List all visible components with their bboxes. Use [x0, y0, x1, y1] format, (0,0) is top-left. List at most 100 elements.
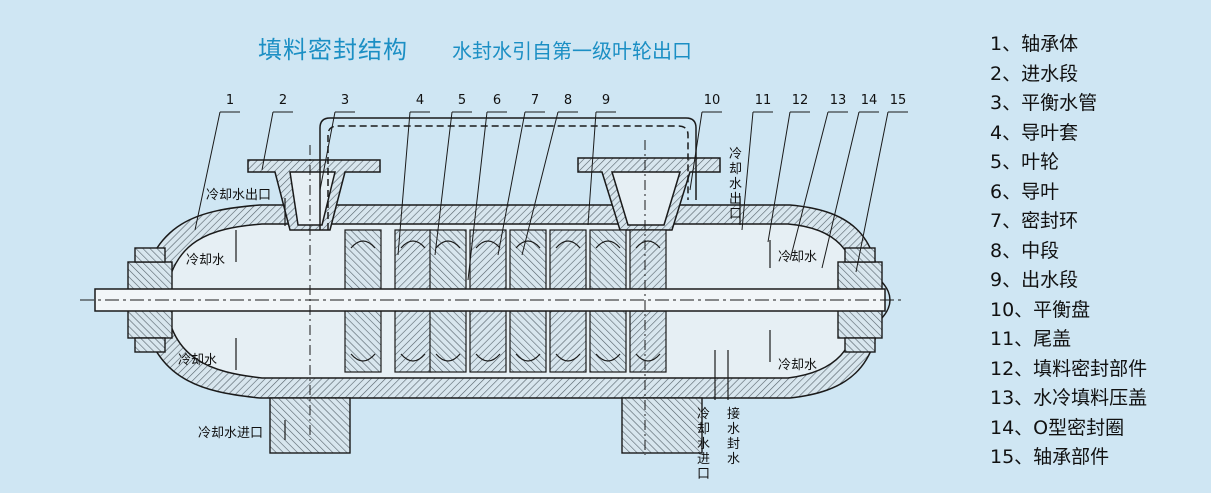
legend-item: 4、导叶套 — [990, 121, 1079, 144]
impeller-vane — [400, 240, 426, 249]
leader-line-5 — [434, 111, 472, 256]
stage-section — [509, 229, 547, 290]
leader-line-1 — [194, 111, 240, 231]
annotation-cooling-water-outlet: 冷却水出口 — [206, 188, 271, 203]
legend-item: 11、尾盖 — [990, 328, 1072, 350]
part-number-7: 7 — [531, 93, 539, 108]
stage-section — [429, 310, 467, 373]
impeller-vane — [595, 353, 621, 362]
balance-pipe — [319, 117, 697, 230]
stage-section — [469, 310, 507, 373]
part-number-4: 4 — [416, 93, 424, 108]
part-number-6: 6 — [493, 93, 501, 108]
leader-line-10 — [689, 111, 722, 191]
leader-line-4 — [397, 111, 430, 256]
impeller-vane — [555, 353, 581, 362]
stage-section — [589, 229, 627, 290]
leader-line-3 — [319, 111, 355, 191]
stage-section — [429, 229, 467, 290]
leader-lines — [194, 111, 908, 281]
part-number-10: 10 — [704, 93, 721, 108]
legend-item: 6、导叶 — [990, 180, 1060, 203]
legend-item: 3、平衡水管 — [990, 92, 1098, 114]
leader-line-15 — [855, 111, 908, 273]
centerlines — [309, 140, 646, 455]
inlet-nozzle — [247, 159, 381, 231]
impeller-vane — [555, 240, 581, 249]
stage-section — [549, 310, 587, 373]
part-number-1: 1 — [226, 93, 234, 108]
stage-section — [589, 310, 627, 373]
annotation-cooling-water-left-bottom: 冷却水 — [178, 353, 217, 368]
diagram-title: 填料密封结构 — [258, 36, 408, 64]
shaft — [80, 288, 905, 312]
legend-item: 9、出水段 — [990, 269, 1079, 291]
part-number-14: 14 — [861, 93, 878, 108]
annotation-cooling-water-right-bottom: 冷却水 — [778, 358, 817, 373]
parts-legend: 1、轴承体 2、进水段 3、平衡水管 4、导叶套 5、叶轮 6、导叶 7、密封环 8、中段 9、… — [990, 30, 1205, 473]
leader-line-2 — [261, 111, 293, 171]
annotation-cooling-water-right-top: 冷却水 — [778, 250, 817, 265]
legend-item: 1、轴承体 — [990, 33, 1079, 55]
leader-line-8 — [521, 111, 578, 256]
stage-section — [509, 310, 547, 373]
annotation-cooling-water-outlet-vertical: 冷却水出口 — [729, 147, 742, 222]
impeller-vane — [350, 240, 376, 249]
part-number-11: 11 — [755, 93, 772, 108]
impeller-vane — [350, 353, 376, 362]
diagram-subtitle: 水封水引自第一级叶轮出口 — [452, 39, 692, 63]
part-number-13: 13 — [830, 93, 847, 108]
stage-section — [344, 229, 382, 290]
impeller-vane — [515, 240, 541, 249]
stage-section — [549, 229, 587, 290]
part-number-9: 9 — [602, 93, 610, 108]
part-number-3: 3 — [341, 93, 349, 108]
legend-item: 2、进水段 — [990, 62, 1079, 85]
impeller-vane — [635, 240, 661, 249]
impeller-vane — [635, 353, 661, 362]
stage-section — [344, 310, 382, 373]
pump-stages — [344, 229, 667, 373]
impeller-vane — [475, 353, 501, 362]
leader-line-7 — [497, 111, 545, 256]
stage-section — [629, 229, 667, 290]
stage-section — [629, 310, 667, 373]
part-number-15: 15 — [890, 93, 907, 108]
leader-line-14 — [821, 111, 879, 269]
impeller-vane — [595, 240, 621, 249]
outlet-nozzle — [577, 157, 721, 231]
legend-item: 8、中段 — [990, 239, 1060, 262]
impeller-vane — [435, 353, 461, 362]
leader-line-6 — [467, 111, 507, 281]
annotation-cooling-water-inlet: 冷却水进口 — [198, 426, 263, 441]
part-number-5: 5 — [458, 93, 466, 108]
legend-item: 10、平衡盘 — [990, 298, 1091, 321]
stage-section — [394, 310, 432, 373]
legend-item: 14、O型密封圈 — [990, 416, 1125, 439]
leader-line-12 — [767, 111, 810, 243]
part-number-8: 8 — [564, 93, 572, 108]
leader-line-11 — [741, 111, 773, 231]
legend-item: 5、叶轮 — [990, 151, 1060, 173]
impeller-vane — [400, 353, 426, 362]
annotation-seal-water-vertical: 接水封水 — [727, 406, 740, 467]
annotation-cooling-water-left-top: 冷却水 — [186, 253, 225, 268]
legend-item: 12、填料密封部件 — [990, 357, 1148, 380]
leader-line-13 — [789, 111, 848, 261]
support-feet — [269, 397, 703, 454]
impeller-vane — [435, 240, 461, 249]
stage-section — [394, 229, 432, 290]
legend-item: 7、密封环 — [990, 210, 1079, 232]
legend-item: 13、水冷填料压盖 — [990, 387, 1148, 409]
leader-line-9 — [587, 111, 616, 226]
part-number-12: 12 — [792, 93, 809, 108]
part-number-2: 2 — [279, 93, 287, 108]
annotation-cooling-water-inlet-vertical: 冷却水进口 — [697, 407, 710, 482]
impeller-vane — [515, 353, 541, 362]
legend-item: 15、轴承部件 — [990, 446, 1110, 468]
water-lines — [235, 196, 771, 440]
impeller-vane — [475, 240, 501, 249]
